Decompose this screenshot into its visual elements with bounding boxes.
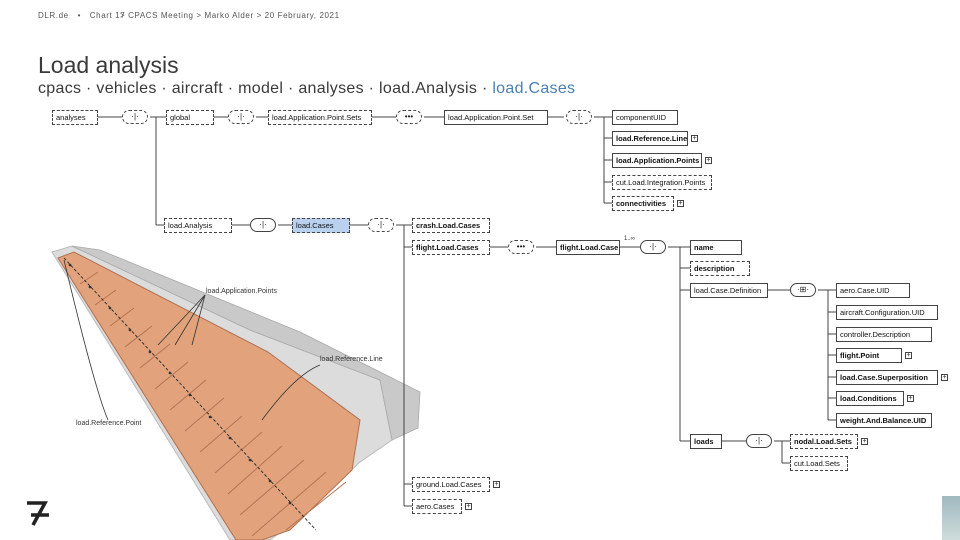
sequence-compositor-icon: ·|· bbox=[368, 218, 394, 232]
sequence-compositor-icon: ·|· bbox=[566, 110, 592, 124]
node-load-reference-line[interactable]: load.Reference.Line bbox=[612, 131, 688, 146]
node-load-application-points[interactable]: load.Application.Points bbox=[612, 153, 702, 168]
node-nodal-load-sets[interactable]: nodal.Load.Sets bbox=[790, 434, 858, 449]
node-loads[interactable]: loads bbox=[690, 434, 722, 449]
node-controller-description[interactable]: controller.Description bbox=[836, 327, 932, 342]
node-weight-and-balance-uid[interactable]: weight.And.Balance.UID bbox=[836, 413, 932, 428]
schema-path: cpacs · vehicles · aircraft · model · an… bbox=[38, 80, 575, 98]
node-load-application-point-sets[interactable]: load.Application.Point.Sets bbox=[268, 110, 372, 125]
expand-icon[interactable]: + bbox=[465, 503, 472, 510]
choice-compositor-icon: ·⊞· bbox=[790, 283, 816, 297]
sequence-compositor-icon: ••• bbox=[508, 240, 534, 254]
sequence-compositor-icon: ·|· bbox=[122, 110, 148, 124]
wing-upper-skin bbox=[71, 245, 421, 441]
corner-photo bbox=[942, 496, 960, 540]
node-load-conditions[interactable]: load.Conditions bbox=[836, 391, 904, 406]
node-component-uid[interactable]: componentUID bbox=[612, 110, 678, 125]
node-aero-case-uid[interactable]: aero.Case.UID bbox=[836, 283, 910, 298]
callout-load-reference-line: load.Reference.Line bbox=[320, 356, 383, 363]
sequence-compositor-icon: ••• bbox=[396, 110, 422, 124]
node-load-application-point-set[interactable]: load.Application.Point.Set bbox=[444, 110, 548, 125]
schema-connectors bbox=[98, 116, 836, 507]
node-flight-point[interactable]: flight.Point bbox=[836, 348, 902, 363]
sequence-compositor-icon: ·|· bbox=[228, 110, 254, 124]
wing-rib-structure bbox=[57, 251, 361, 540]
node-cut-load-integration-points[interactable]: cut.Load.Integration.Points bbox=[612, 175, 712, 190]
callout-load-application-points: load.Application.Points bbox=[206, 288, 277, 295]
node-load-case-definition[interactable]: load.Case.Definition bbox=[690, 283, 768, 298]
callout-leaders bbox=[63, 259, 321, 421]
page-title: Load analysis bbox=[38, 52, 179, 78]
node-aero-cases[interactable]: aero.Cases bbox=[412, 499, 462, 514]
header-breadcrumb: DLR.de • Chart 17 bbox=[38, 11, 125, 20]
multiplicity-label: 1..∞ bbox=[624, 236, 635, 242]
header-meeting: > CPACS Meeting > Marko Alder > 20 Febru… bbox=[120, 11, 340, 20]
node-description[interactable]: description bbox=[690, 261, 750, 276]
schema-path-prefix: cpacs · vehicles · aircraft · model · an… bbox=[38, 80, 493, 97]
schema-path-current: load.Cases bbox=[492, 80, 576, 97]
node-crash-load-cases[interactable]: crash.Load.Cases bbox=[412, 218, 490, 233]
header-site: DLR.de bbox=[38, 11, 69, 20]
node-ground-load-cases[interactable]: ground.Load.Cases bbox=[412, 477, 490, 492]
node-load-case-superposition[interactable]: load.Case.Superposition bbox=[836, 370, 938, 385]
node-global[interactable]: global bbox=[166, 110, 214, 125]
node-load-cases[interactable]: load.Cases bbox=[292, 218, 350, 233]
node-connectivities[interactable]: connectivities bbox=[612, 196, 674, 211]
expand-icon[interactable]: + bbox=[691, 135, 698, 142]
wing-ribs bbox=[79, 271, 347, 537]
load-application-point-dots bbox=[68, 263, 292, 505]
node-name[interactable]: name bbox=[690, 240, 742, 255]
callout-load-reference-point: load.Reference.Point bbox=[76, 420, 142, 427]
dlr-logo bbox=[27, 501, 49, 526]
expand-icon[interactable]: + bbox=[905, 352, 912, 359]
expand-icon[interactable]: + bbox=[677, 200, 684, 207]
expand-icon[interactable]: + bbox=[861, 438, 868, 445]
node-flight-load-case[interactable]: flight.Load.Case bbox=[556, 240, 620, 255]
sequence-compositor-icon: ·|· bbox=[250, 218, 276, 232]
sequence-compositor-icon: ·|· bbox=[640, 240, 666, 254]
header-separator: • bbox=[77, 11, 81, 20]
node-analyses[interactable]: analyses bbox=[52, 110, 98, 125]
sequence-compositor-icon: ·|· bbox=[746, 434, 772, 448]
expand-icon[interactable]: + bbox=[493, 481, 500, 488]
expand-icon[interactable]: + bbox=[907, 395, 914, 402]
node-flight-load-cases[interactable]: flight.Load.Cases bbox=[412, 240, 490, 255]
node-load-analysis[interactable]: load.Analysis bbox=[164, 218, 232, 233]
node-aircraft-configuration-uid[interactable]: aircraft.Configuration.UID bbox=[836, 305, 938, 320]
node-cut-load-sets[interactable]: cut.Load.Sets bbox=[790, 456, 848, 471]
header-chart: Chart 17 bbox=[89, 11, 126, 20]
expand-icon[interactable]: + bbox=[705, 157, 712, 164]
expand-icon[interactable]: + bbox=[941, 374, 948, 381]
